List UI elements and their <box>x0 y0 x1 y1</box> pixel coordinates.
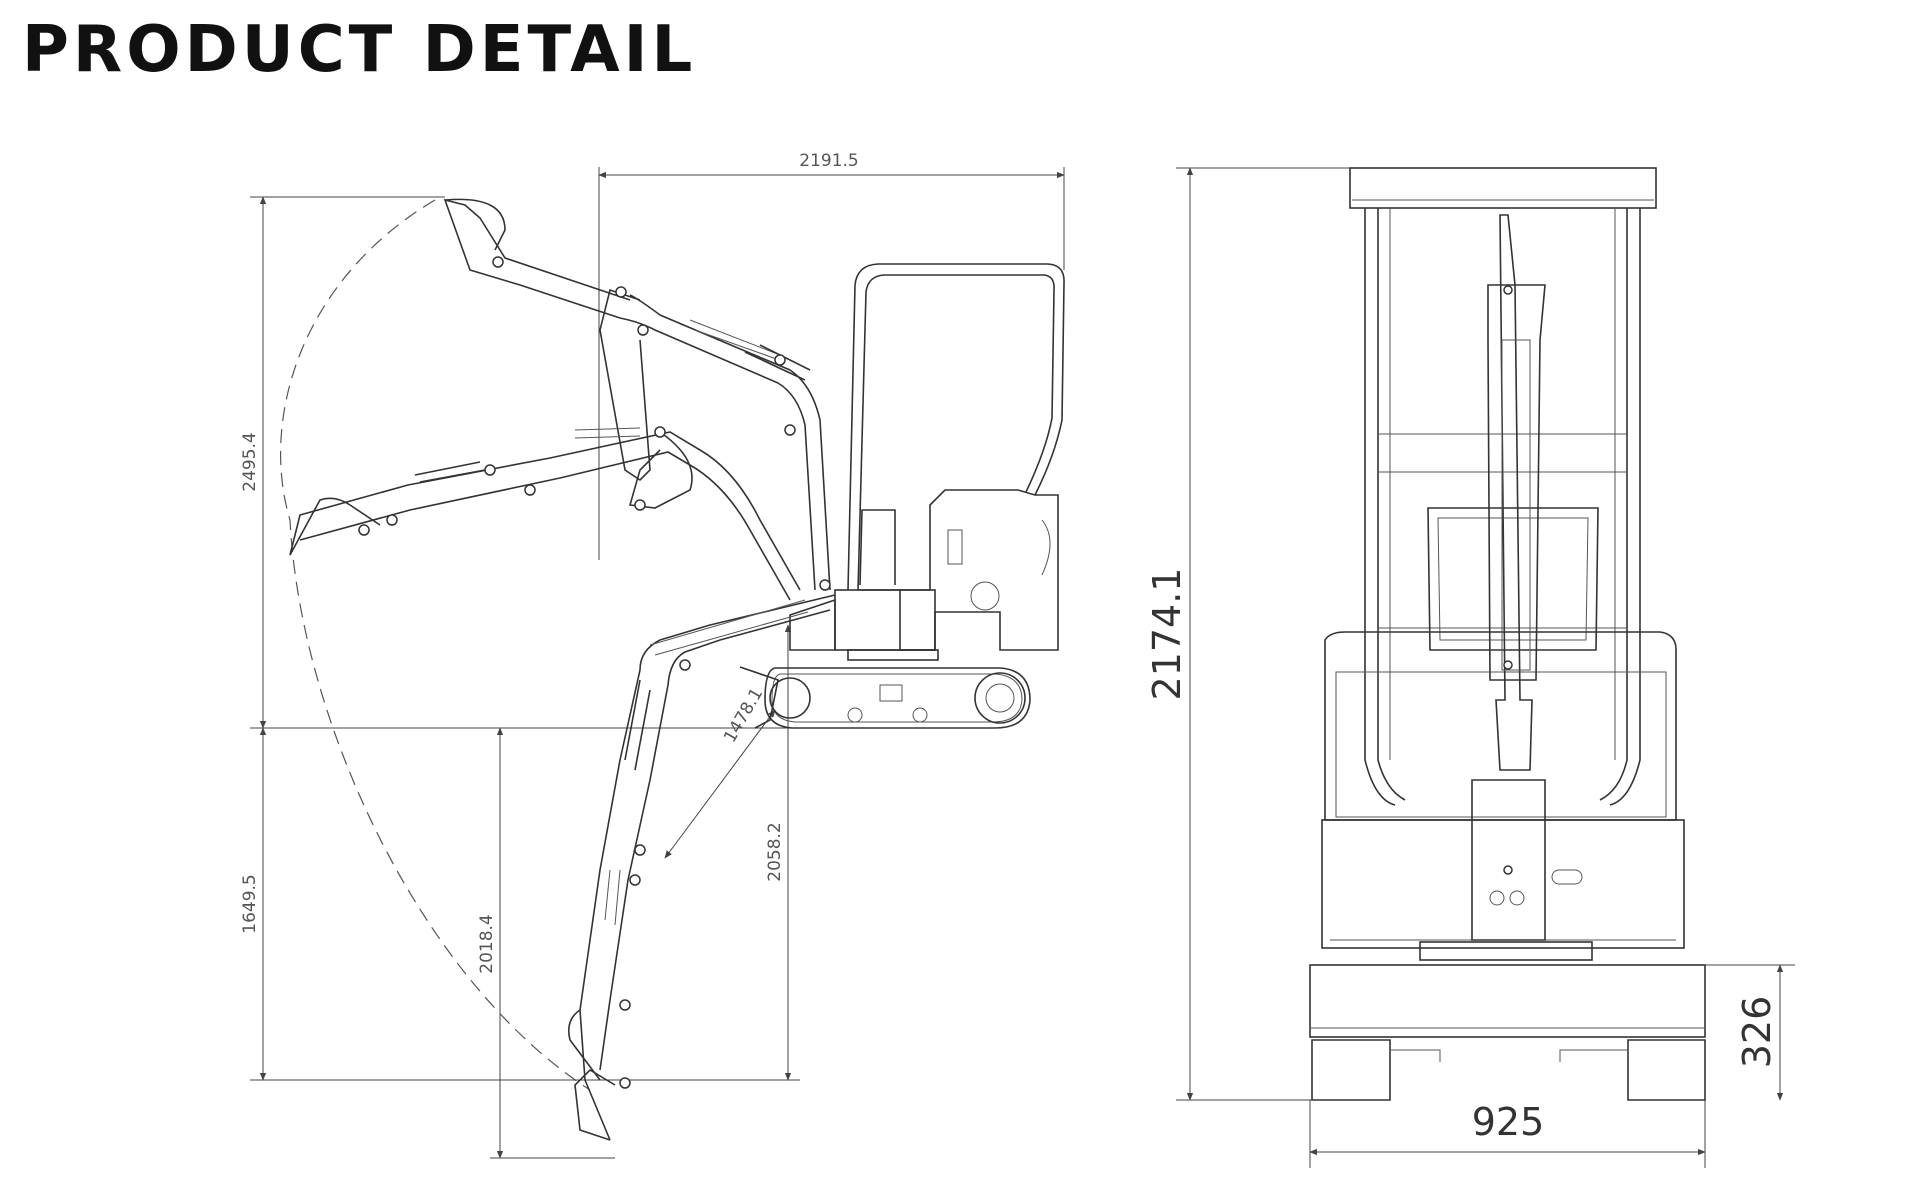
vertical-reach-label: 2058.2 <box>765 822 785 881</box>
dim-vertical-reach: 2058.2 <box>765 624 792 1081</box>
overall-length-label: 2191.5 <box>799 151 858 171</box>
dim-max-dig-depth: 2018.4 <box>477 727 615 1159</box>
page-title: PRODUCT DETAIL <box>22 13 697 87</box>
side-view: 2191.5 2495.4 1649.5 2018.4 2058.2 <box>240 151 1065 1159</box>
bucket-radius-label: 1478.1 <box>720 685 767 747</box>
boom-lowered <box>567 594 836 1141</box>
max-dig-height-label: 2495.4 <box>240 432 260 491</box>
dim-max-dump-height: 1649.5 <box>240 727 800 1081</box>
boom-raised <box>443 198 831 591</box>
front-view: 2174.1 925 326 <box>1145 167 1795 1168</box>
excavator-body <box>739 263 1065 729</box>
dim-bucket-radius: 1478.1 <box>664 685 776 859</box>
overall-height-label: 2174.1 <box>1145 568 1189 701</box>
track-width-label: 925 <box>1472 1100 1545 1144</box>
track-height-label: 326 <box>1735 996 1779 1069</box>
dim-overall-height: 2174.1 <box>1145 167 1360 1101</box>
boom-mid <box>289 427 801 601</box>
dim-track-height: 326 <box>1700 964 1795 1101</box>
reach-arc <box>280 199 591 1091</box>
dim-max-dig-height: 2495.4 <box>240 196 800 729</box>
dim-track-width: 925 <box>1309 1100 1706 1168</box>
pivot-pins <box>358 256 831 1089</box>
dim-overall-length: 2191.5 <box>598 151 1065 560</box>
max-dig-depth-label: 2018.4 <box>477 914 497 973</box>
max-dump-height-label: 1649.5 <box>240 874 260 933</box>
